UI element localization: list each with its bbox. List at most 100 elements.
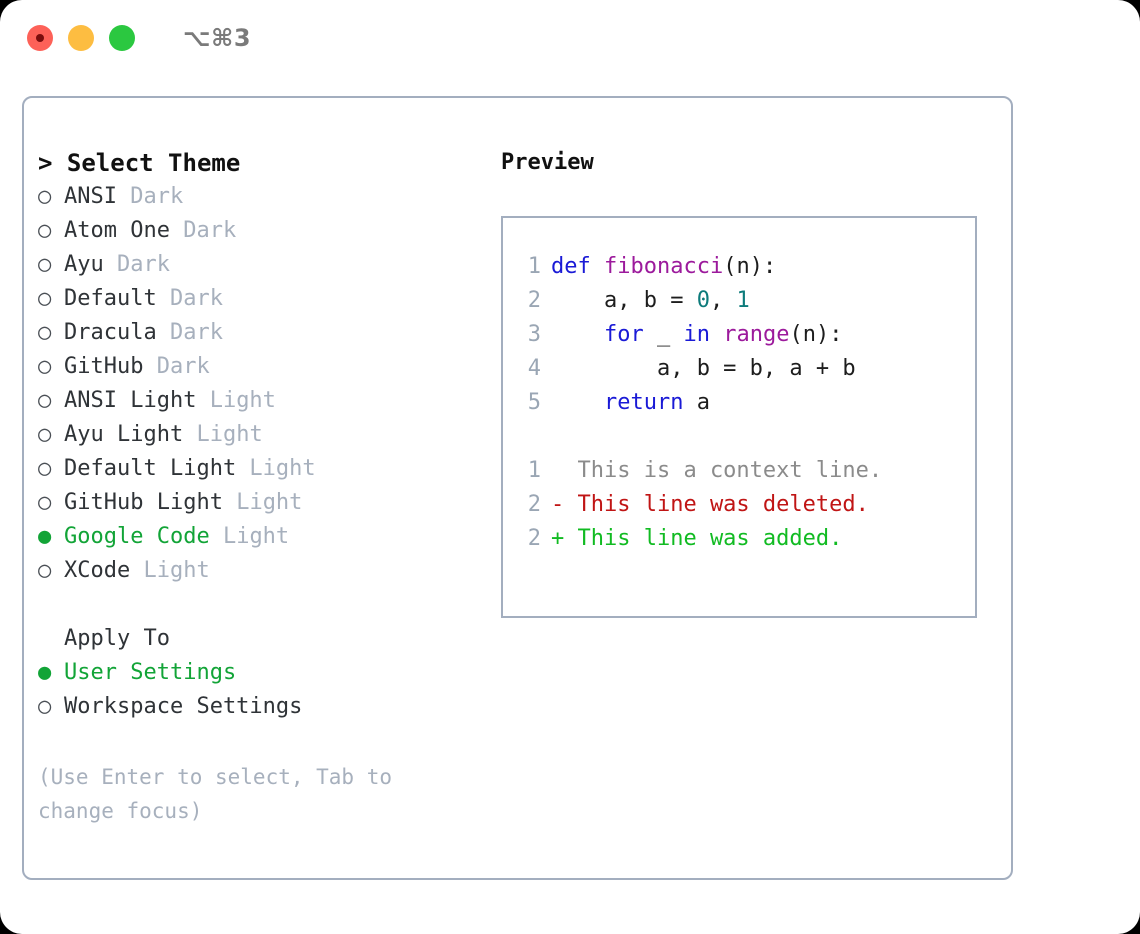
radio-unselected-icon: ○ xyxy=(38,694,52,719)
code-token-fn: fibonacci xyxy=(603,254,724,279)
radio-unselected-icon: ○ xyxy=(38,252,52,277)
diff-line: 1 This is a context line. xyxy=(503,454,975,488)
theme-kind-badge: Dark xyxy=(103,252,170,277)
maximize-window-button[interactable] xyxy=(109,25,135,51)
code-token-plain: (n): xyxy=(723,254,777,279)
keyboard-shortcut-label: ⌥⌘3 xyxy=(183,24,252,52)
apply-to-option[interactable]: ●User Settings xyxy=(38,656,488,690)
theme-name: Default Light xyxy=(64,456,237,481)
theme-list-item[interactable]: ○ Dracula Dark xyxy=(38,316,488,350)
theme-list-item[interactable]: ○ XCode Light xyxy=(38,554,488,588)
code-line-content: for _ in range(n): xyxy=(551,318,975,352)
code-token-plain xyxy=(551,322,604,347)
code-line-content: a, b = 0, 1 xyxy=(551,284,975,318)
code-token-plain xyxy=(551,390,604,415)
theme-kind-badge: Dark xyxy=(156,320,223,345)
theme-list-item[interactable]: ○Ayu Light Light xyxy=(38,418,488,452)
theme-list-item[interactable]: ○ Ayu Dark xyxy=(38,248,488,282)
code-token-plain xyxy=(710,322,723,347)
radio-unselected-icon: ○ xyxy=(38,558,52,583)
theme-kind-badge: Dark xyxy=(169,218,237,243)
code-spacer xyxy=(503,420,975,454)
select-theme-heading: > Select Theme xyxy=(38,149,241,177)
theme-name: Atom One xyxy=(64,218,170,243)
theme-list-item[interactable]: ● Google Code Light xyxy=(38,520,488,554)
theme-list-item[interactable]: ○ANSI Light Light xyxy=(38,384,488,418)
line-number: 1 xyxy=(527,458,541,483)
apply-to-section: Apply To ●User Settings ○ Workspace Settin… xyxy=(38,622,488,724)
line-number: 4 xyxy=(527,356,541,381)
code-line: 5 return a xyxy=(503,386,975,420)
code-line: 4 a, b = b, a + b xyxy=(503,352,975,386)
minimize-window-button[interactable] xyxy=(68,25,94,51)
radio-unselected-icon: ○ xyxy=(38,388,52,413)
radio-unselected-icon: ○ xyxy=(38,320,52,345)
theme-kind-badge: Light xyxy=(222,490,303,515)
code-token-kw: def xyxy=(551,254,604,279)
radio-selected-icon: ● xyxy=(38,524,52,549)
theme-list-item[interactable]: ○ANSI Dark xyxy=(38,180,488,214)
theme-name: GitHub xyxy=(64,354,144,379)
code-token-num: 0 xyxy=(696,288,710,313)
diff-line-content: - This line was deleted. xyxy=(551,492,869,517)
theme-list-item[interactable]: ○ Default Light Light xyxy=(38,452,488,486)
radio-unselected-icon: ○ xyxy=(38,184,52,209)
radio-unselected-icon: ○ xyxy=(38,422,52,447)
theme-kind-badge: Light xyxy=(209,524,290,549)
preview-heading: Preview xyxy=(501,150,594,175)
diff-line-content: + This line was added. xyxy=(551,526,843,551)
theme-list-item[interactable]: ○Default Dark xyxy=(38,282,488,316)
theme-kind-badge: Dark xyxy=(143,354,210,379)
code-token-kw: return xyxy=(603,390,684,415)
theme-name: Ayu xyxy=(64,252,104,277)
theme-name: ANSI xyxy=(64,184,117,209)
line-number: 2 xyxy=(527,288,541,313)
diff-line: 2 - This line was deleted. xyxy=(503,488,975,522)
theme-kind-badge: Light xyxy=(130,558,210,583)
theme-list-item[interactable]: ○ Atom One Dark xyxy=(38,214,488,248)
theme-name: GitHub Light xyxy=(64,490,223,515)
code-token-kw: in xyxy=(683,322,710,347)
theme-selector-column: > Select Theme ○ANSI Dark○Atom One Dark○… xyxy=(38,146,488,828)
titlebar: ⌥⌘3 xyxy=(0,0,1140,76)
theme-name: XCode xyxy=(64,558,131,583)
radio-unselected-icon: ○ xyxy=(38,456,52,481)
code-token-plain: a, b = xyxy=(551,288,697,313)
radio-unselected-icon: ○ xyxy=(38,218,52,243)
code-token-plain: _ xyxy=(643,322,684,347)
theme-kind-badge: Light xyxy=(236,456,316,481)
radio-unselected-icon: ○ xyxy=(38,286,52,311)
theme-list-item[interactable]: ○GitHub Light Light xyxy=(38,486,488,520)
content-panel: > Select Theme ○ANSI Dark○Atom One Dark○… xyxy=(22,96,1013,880)
code-token-plain: (n): xyxy=(789,322,843,347)
theme-list: ○ ANSI Dark ○ Atom One Dark ○ Ayu Dark ○ Defaul… xyxy=(38,180,488,588)
theme-name: Dracula xyxy=(64,320,157,345)
line-number: 2 xyxy=(527,492,541,517)
apply-to-list: ●User Settings ○ Workspace Settings xyxy=(38,656,488,724)
theme-list-item[interactable]: ○ GitHub Dark xyxy=(38,350,488,384)
radio-unselected-icon: ○ xyxy=(38,354,52,379)
apply-to-option[interactable]: ○ Workspace Settings xyxy=(38,690,488,724)
theme-kind-badge: Light xyxy=(183,422,263,447)
hint-text: (Use Enter to select, Tab to change focu… xyxy=(38,765,393,823)
line-number: 3 xyxy=(527,322,541,347)
apply-to-heading: Apply To xyxy=(64,626,170,651)
code-token-kw: for xyxy=(603,322,644,347)
code-token-num: 1 xyxy=(736,288,750,313)
line-number: 5 xyxy=(527,390,541,415)
code-token-fn: range xyxy=(723,322,790,347)
theme-kind-badge: Light xyxy=(196,388,276,413)
code-line-content: def fibonacci(n): xyxy=(551,250,975,284)
apply-to-label: Workspace Settings xyxy=(64,694,303,719)
theme-name: Default xyxy=(64,286,157,311)
code-line: 3 for _ in range(n): xyxy=(503,318,975,352)
theme-name: Google Code xyxy=(64,524,210,549)
close-window-button[interactable] xyxy=(27,25,53,51)
code-token-plain: , xyxy=(709,288,737,313)
code-line: 2 a, b = 0, 1 xyxy=(503,284,975,318)
code-token-plain: a xyxy=(683,390,710,415)
